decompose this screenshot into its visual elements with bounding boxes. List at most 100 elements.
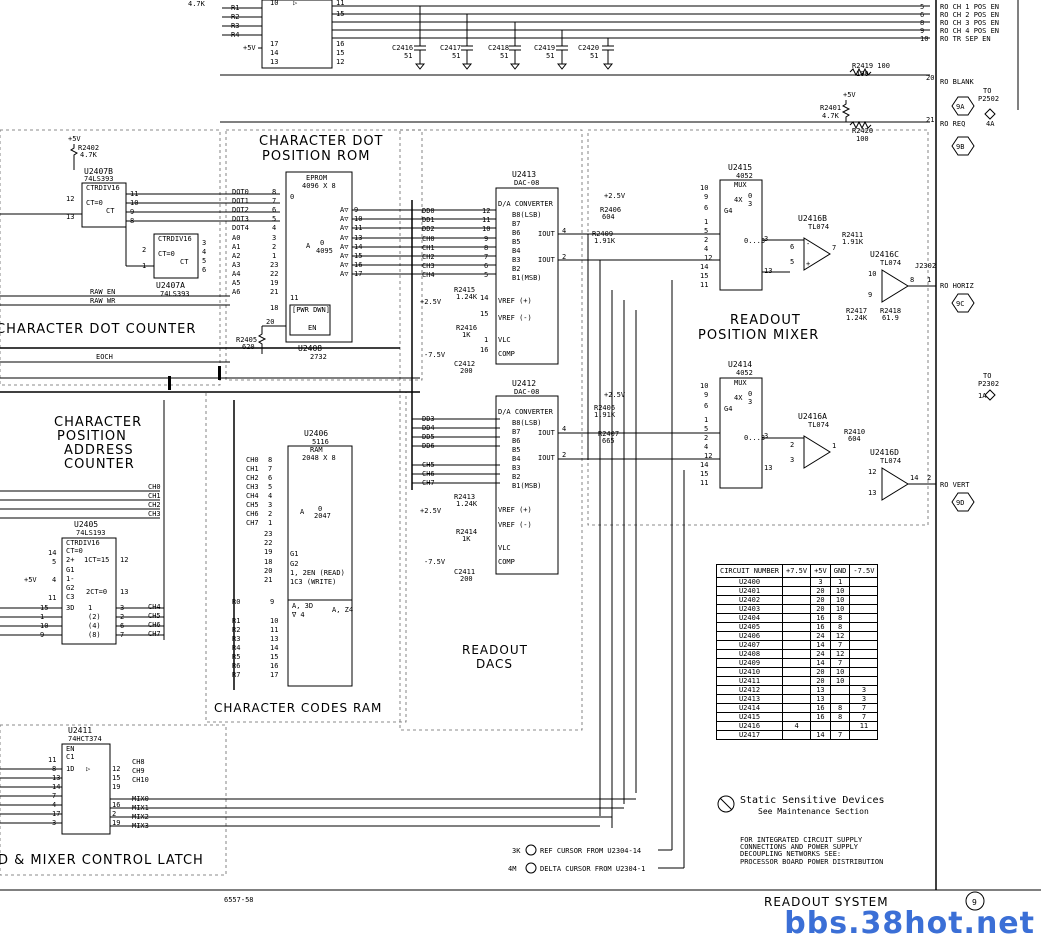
svg-text:RAM: RAM [310,446,323,454]
ram-title: CHARACTER CODES RAM [214,701,382,715]
svg-text:3: 3 [790,456,794,464]
svg-text:4052: 4052 [736,172,753,180]
svg-text:9: 9 [972,898,977,907]
svg-text:1K: 1K [462,331,471,339]
dacs-title-1: READOUT [462,643,528,657]
svg-text:A, Z4: A, Z4 [332,606,353,614]
svg-text:9: 9 [868,291,872,299]
svg-text:R2402: R2402 [78,144,99,152]
svg-text:U2407A: U2407A [156,281,185,290]
svg-text:12: 12 [112,765,120,773]
svg-text:DELTA CURSOR FROM U2304-1: DELTA CURSOR FROM U2304-1 [540,865,645,873]
svg-text:12: 12 [868,468,876,476]
svg-text:6: 6 [268,474,272,482]
supply-table: CIRCUIT NUMBER +7.5V +5V GND -7.5V U2400… [715,564,879,740]
table-cell [829,694,851,704]
svg-text:+5V: +5V [68,135,81,143]
svg-text:74LS393: 74LS393 [84,175,114,183]
svg-text:16: 16 [270,662,278,670]
svg-text:R4: R4 [232,644,240,652]
supply-table-header: GND [829,564,851,578]
svg-text:U2407B: U2407B [84,167,113,176]
svg-text:11: 11 [48,594,56,602]
svg-text:7: 7 [484,253,488,261]
table-cell: 16 [810,613,831,623]
table-cell: 8 [829,622,851,632]
svg-text:4: 4 [562,227,566,235]
svg-text:3: 3 [748,398,752,406]
svg-text:B6: B6 [512,229,520,237]
table-cell: 3 [810,577,831,587]
top-output-lines [220,5,930,123]
svg-text:5: 5 [704,425,708,433]
svg-text:14: 14 [480,294,488,302]
svg-text:0: 0 [290,193,294,201]
svg-text:IOUT: IOUT [538,429,556,437]
svg-text:CH6: CH6 [246,510,259,518]
svg-text:4: 4 [52,576,56,584]
svg-text:R1: R1 [232,617,240,625]
svg-text:2: 2 [112,810,116,818]
svg-text:13: 13 [270,58,278,66]
table-cell: 7 [829,640,851,650]
svg-text:74LS393: 74LS393 [160,290,190,298]
supply-table-header: +7.5V [782,564,812,578]
svg-text:22: 22 [270,270,278,278]
table-cell: 24 [810,649,831,659]
svg-text:+5V: +5V [843,91,856,99]
table-cell [782,730,812,740]
u2407a-counter: CTRDIV16 CT=0CT 34 56 21 U2407A 74LS393 [125,221,206,298]
svg-text:4: 4 [202,248,206,256]
svg-text:U2406: U2406 [304,429,328,438]
svg-text:A: A [306,242,311,250]
table-cell: U2414 [715,703,784,713]
svg-text:VLC: VLC [498,544,511,552]
svg-text:1-: 1- [66,575,74,583]
table-cell: 24 [810,631,831,641]
svg-text:+2.5V: +2.5V [604,391,626,399]
svg-text:13: 13 [868,489,876,497]
svg-text:14: 14 [700,263,708,271]
svg-text:200: 200 [460,367,473,375]
address-counter-block: CHARACTER POSITION ADDRESS COUNTER CH0CH… [0,400,165,640]
svg-text:22: 22 [264,539,272,547]
table-cell [782,604,812,614]
svg-text:CH1: CH1 [422,244,435,252]
svg-text:2048 X 8: 2048 X 8 [302,454,336,462]
svg-text:11: 11 [336,0,344,7]
table-cell: 7 [849,712,879,722]
svg-text:RO CH 1 POS EN: RO CH 1 POS EN [940,3,999,11]
svg-text:19: 19 [112,783,120,791]
svg-text:IOUT: IOUT [538,230,556,238]
svg-text:B8(LSB): B8(LSB) [512,419,542,427]
svg-text:G4: G4 [724,207,732,215]
svg-text:B4: B4 [512,455,520,463]
svg-text:R2405: R2405 [236,336,257,344]
svg-text:G4: G4 [724,405,732,413]
svg-text:4A: 4A [986,120,995,128]
svg-text:19: 19 [264,548,272,556]
svg-text:12: 12 [336,58,344,66]
dacs-title-2: DACS [476,657,513,671]
svg-text:CH1: CH1 [246,465,259,473]
svg-text:10: 10 [700,184,708,192]
table-cell: 14 [810,658,831,668]
table-cell [849,649,879,659]
svg-text:3D: 3D [66,604,74,612]
svg-text:4.7K: 4.7K [822,112,840,120]
table-cell: U2405 [715,622,784,632]
svg-text:5: 5 [202,257,206,265]
svg-text:15: 15 [336,49,344,57]
svg-text:61.9: 61.9 [882,314,899,322]
table-cell: U2411 [715,676,784,686]
svg-text:1.91K: 1.91K [842,238,864,246]
svg-text:5: 5 [268,483,272,491]
svg-text:A▽: A▽ [340,215,349,223]
svg-text:1.91K: 1.91K [594,411,616,419]
table-cell [782,577,812,587]
table-cell: U2417 [715,730,784,740]
